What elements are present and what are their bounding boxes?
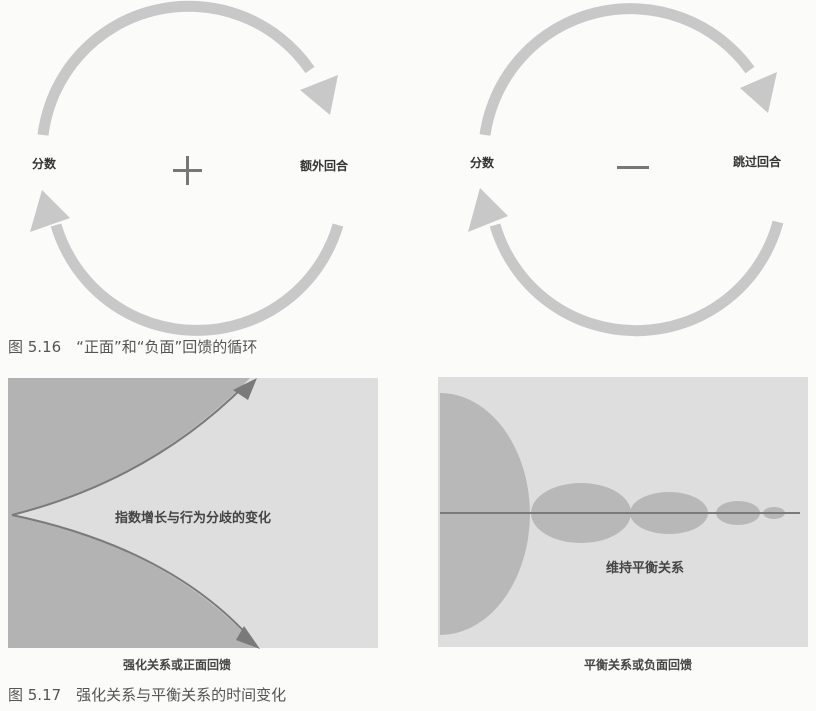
figure-5-17-caption: 图 5.17 强化关系与平衡关系的时间变化 xyxy=(8,686,287,704)
minus-icon xyxy=(617,166,649,169)
plus-icon xyxy=(173,156,202,185)
reinforcing-sub-caption: 强化关系或正面回馈 xyxy=(123,658,232,672)
node-score-right: 分数 xyxy=(470,156,495,170)
balancing-panel xyxy=(438,377,808,647)
negative-loop-arrows xyxy=(468,3,784,337)
feedback-loops-graphic xyxy=(30,0,784,337)
positive-loop-arrows xyxy=(30,0,344,336)
node-score-left: 分数 xyxy=(32,157,57,171)
reinforcing-inner-label: 指数增长与行为分歧的变化 xyxy=(115,511,272,526)
figure-5-16-caption: 图 5.16 “正面”和“负面”回馈的循环 xyxy=(8,338,258,356)
node-skip-turn: 跳过回合 xyxy=(733,155,782,169)
balancing-inner-label: 维持平衡关系 xyxy=(606,561,685,576)
node-extra-turn: 额外回合 xyxy=(300,159,349,173)
balancing-sub-caption: 平衡关系或负面回馈 xyxy=(584,658,693,672)
